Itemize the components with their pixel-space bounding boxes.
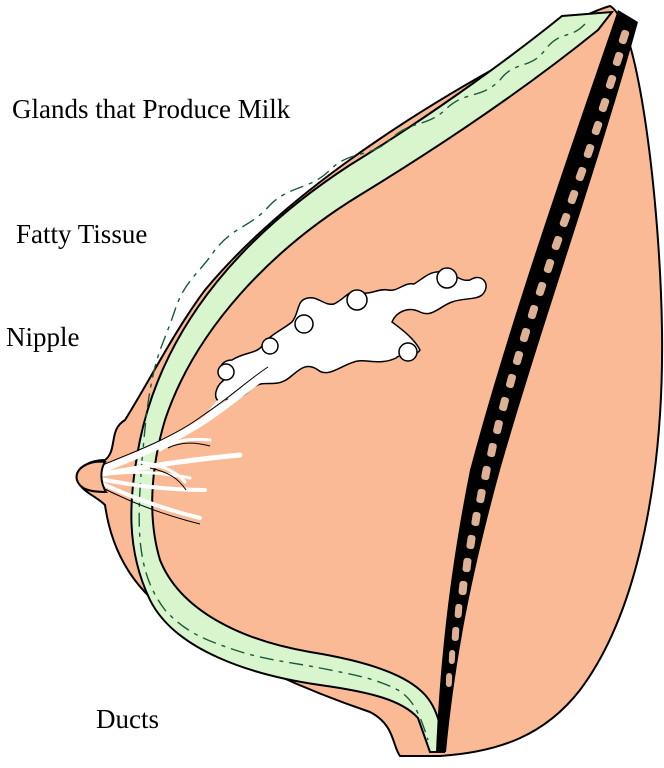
chest-wall-muscle-icon <box>436 10 638 752</box>
milk-gland-lobes-icon <box>214 267 487 403</box>
breast-outline-icon <box>75 4 664 757</box>
glands-label: Glands that Produce Milk <box>12 94 291 124</box>
nipple-label: Nipple <box>6 322 80 352</box>
fatty-tissue-label: Fatty Tissue <box>16 219 148 249</box>
nipple-icon <box>75 460 108 494</box>
muscle-segments-icon <box>445 29 630 687</box>
milk-duct-icon <box>91 368 274 520</box>
fatty-tissue-texture-icon <box>138 23 586 741</box>
ducts-label: Ducts <box>96 704 159 734</box>
